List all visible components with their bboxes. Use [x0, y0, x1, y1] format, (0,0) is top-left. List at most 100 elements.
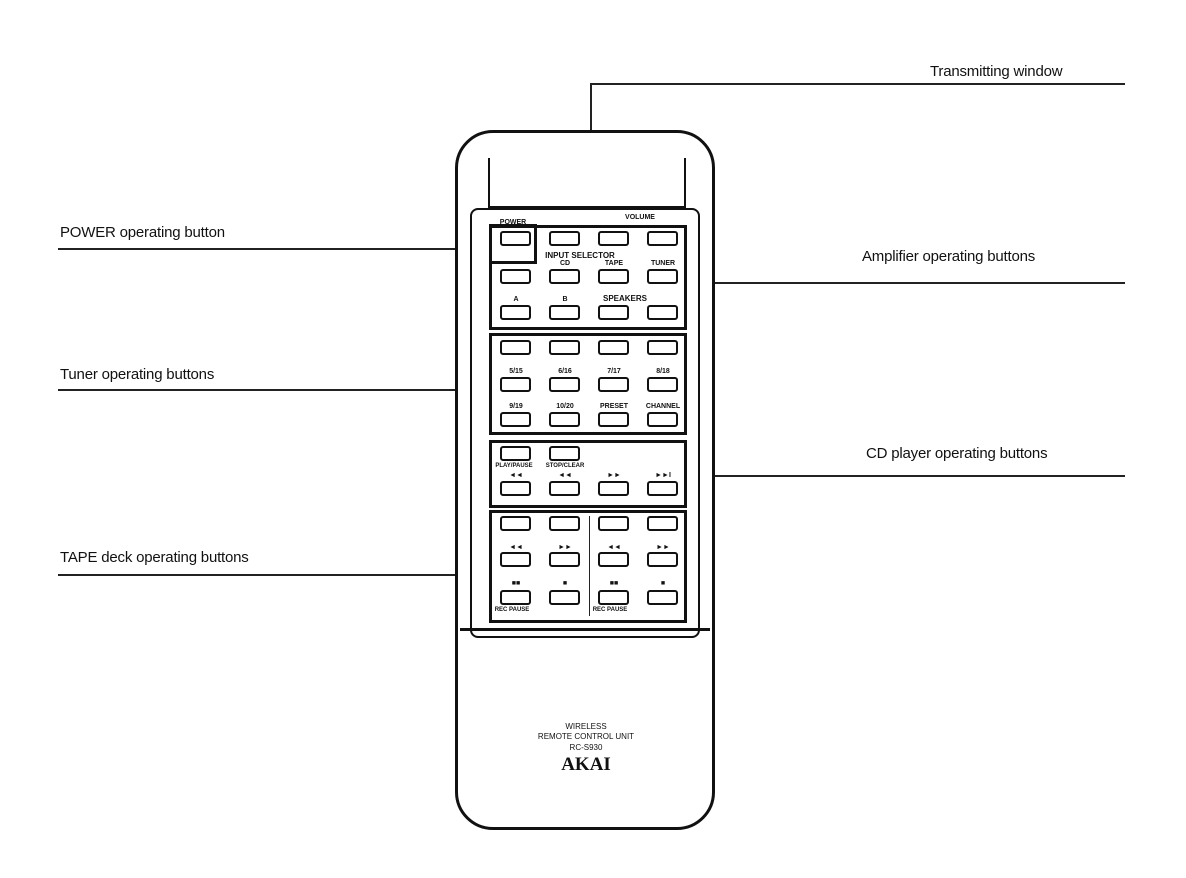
phono-button[interactable]: [500, 269, 531, 284]
preset-button[interactable]: [598, 412, 629, 427]
tape-a-rewind-label: ◄◄: [509, 544, 523, 551]
power-button[interactable]: [500, 231, 531, 246]
cd-skip-back-button[interactable]: [500, 481, 531, 496]
model-number: RC-S930: [569, 743, 603, 752]
leader-line: [58, 248, 495, 250]
callout-amplifier: Amplifier operating buttons: [862, 248, 1036, 265]
speaker-a-button[interactable]: [500, 305, 531, 320]
preset-label: PRESET: [599, 403, 629, 410]
speaker-a-label: A: [513, 296, 519, 303]
tape-a-play-back-button[interactable]: [500, 516, 531, 531]
volume-down-button[interactable]: [549, 231, 580, 246]
preset-7-button[interactable]: [598, 377, 629, 392]
tape-a-rewind-button[interactable]: [500, 552, 531, 567]
volume-label: VOLUME: [625, 214, 655, 221]
rec-pause-label: REC PAUSE: [592, 607, 628, 613]
preset-10-button[interactable]: [549, 412, 580, 427]
input-selector-label: INPUT SELECTOR: [545, 251, 615, 260]
leader-line: [688, 282, 1125, 284]
tape-divider: [589, 516, 590, 616]
tape-a-play-button[interactable]: [549, 516, 580, 531]
preset-8-label: 8/18: [656, 368, 670, 375]
preset-6-label: 6/16: [558, 368, 572, 375]
cd-rewind-button[interactable]: [549, 481, 580, 496]
button-panel: [470, 208, 700, 638]
speaker-button-3[interactable]: [598, 305, 629, 320]
volume-up-button[interactable]: [598, 231, 629, 246]
speaker-b-label: B: [562, 296, 568, 303]
tape-a-ff-label: ►►: [558, 544, 572, 551]
tape-b-ff-label: ►►: [656, 544, 670, 551]
cd-section: [489, 440, 687, 508]
power-label: POWER: [499, 219, 527, 226]
tape-b-pause-label: ■: [660, 580, 666, 587]
leader-line: [58, 574, 492, 576]
cd-input-label: CD: [559, 260, 571, 267]
speaker-button-4[interactable]: [647, 305, 678, 320]
rec-pause-label: REC PAUSE: [494, 607, 530, 613]
tape-input-label: TAPE: [604, 260, 624, 267]
speakers-label: SPEAKERS: [602, 294, 648, 303]
stop-clear-label: STOP/CLEAR: [545, 463, 585, 469]
rewind-label: ◄◄: [558, 472, 572, 479]
preset-9-button[interactable]: [500, 412, 531, 427]
tape-b-rewind-label: ◄◄: [607, 544, 621, 551]
tape-a-stop-label: ■■: [511, 580, 521, 587]
callout-power: POWER operating button: [60, 224, 225, 241]
preset-3-button[interactable]: [598, 340, 629, 355]
tape-section: [489, 510, 687, 623]
fast-forward-label: ►►: [607, 472, 621, 479]
tuner-input-label: TUNER: [650, 260, 676, 267]
preset-4-button[interactable]: [647, 340, 678, 355]
callout-tuner: Tuner operating buttons: [60, 366, 215, 383]
tape-a-ff-button[interactable]: [549, 552, 580, 567]
cd-skip-forward-button[interactable]: [647, 481, 678, 496]
preset-5-button[interactable]: [500, 377, 531, 392]
transmitting-window: [488, 158, 686, 208]
tuner-input-button[interactable]: [647, 269, 678, 284]
channel-label: CHANNEL: [645, 403, 681, 410]
akai-logo: AKAI: [561, 754, 611, 775]
cd-input-button[interactable]: [549, 269, 580, 284]
tape-b-rewind-button[interactable]: [598, 552, 629, 567]
preset-7-label: 7/17: [607, 368, 621, 375]
callout-transmitting-window: Transmitting window: [930, 63, 1063, 80]
caption-remote-control-unit: REMOTE CONTROL UNIT: [537, 732, 635, 741]
remote-body: [455, 130, 715, 830]
skip-forward-label: ►►I: [655, 472, 671, 479]
leader-line: [58, 389, 492, 391]
cd-fast-forward-button[interactable]: [598, 481, 629, 496]
tape-b-pause-button[interactable]: [647, 590, 678, 605]
skip-back-label: ◄◄: [509, 472, 523, 479]
play-pause-button[interactable]: [500, 446, 531, 461]
callout-tape: TAPE deck operating buttons: [60, 549, 249, 566]
tape-a-pause-label: ■: [562, 580, 568, 587]
leader-line: [590, 83, 592, 160]
mute-button[interactable]: [647, 231, 678, 246]
caption-wireless: WIRELESS: [565, 722, 607, 731]
preset-1-button[interactable]: [500, 340, 531, 355]
tape-b-ff-button[interactable]: [647, 552, 678, 567]
play-pause-label: PLAY/PAUSE: [495, 463, 533, 469]
tape-b-play-back-button[interactable]: [598, 516, 629, 531]
tape-a-stop-button[interactable]: [500, 590, 531, 605]
stop-clear-button[interactable]: [549, 446, 580, 461]
preset-8-button[interactable]: [647, 377, 678, 392]
power-section: [489, 224, 537, 264]
speaker-b-button[interactable]: [549, 305, 580, 320]
tape-input-button[interactable]: [598, 269, 629, 284]
panel-cover-edge: [460, 628, 710, 631]
leader-line: [686, 475, 1125, 477]
tuner-section: [489, 333, 687, 435]
tape-b-play-button[interactable]: [647, 516, 678, 531]
preset-5-label: 5/15: [509, 368, 523, 375]
preset-6-button[interactable]: [549, 377, 580, 392]
tape-a-pause-button[interactable]: [549, 590, 580, 605]
amplifier-section: [489, 225, 687, 330]
preset-9-label: 9/19: [509, 403, 523, 410]
channel-button[interactable]: [647, 412, 678, 427]
tape-b-stop-button[interactable]: [598, 590, 629, 605]
tape-b-stop-label: ■■: [609, 580, 619, 587]
preset-2-button[interactable]: [549, 340, 580, 355]
